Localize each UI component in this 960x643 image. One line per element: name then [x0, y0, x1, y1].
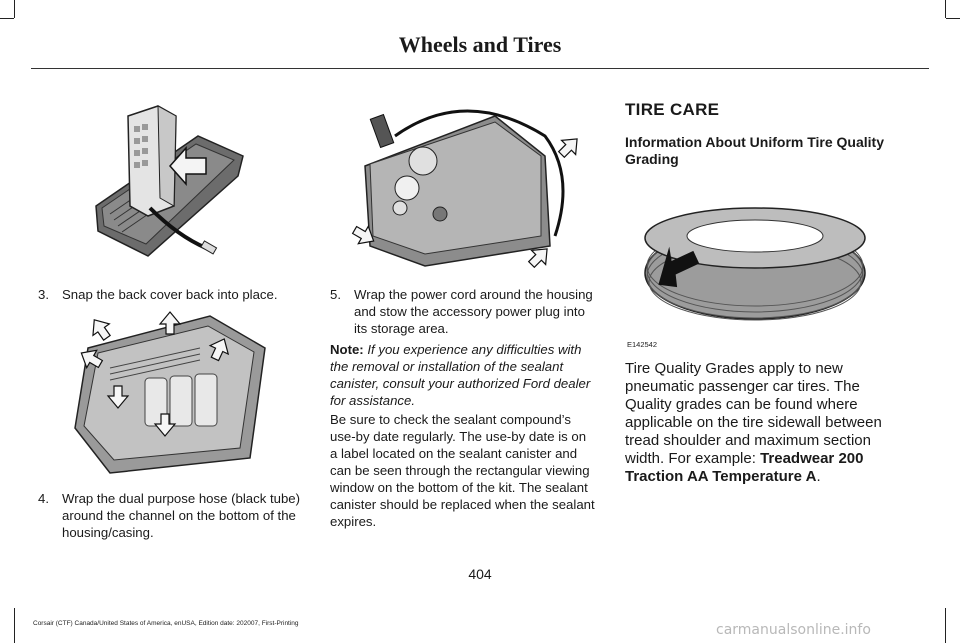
crop-mark	[945, 0, 946, 18]
note-label: Note:	[330, 342, 364, 357]
section-title: TIRE CARE	[625, 100, 720, 119]
step-text-line: Wrap the dual purpose hose (black tube)	[62, 491, 301, 506]
kit-housing-illustration	[74, 311, 266, 474]
page-title: Wheels and Tires	[398, 32, 562, 57]
crop-mark	[14, 608, 15, 643]
body-line: Quality grades can be found where	[625, 396, 858, 413]
paragraph-line: Be sure to check the sealant compound’s	[330, 412, 571, 427]
body-line: pneumatic passenger car tires. The	[625, 378, 860, 395]
step-text-line: Wrap the power cord around the housing	[354, 287, 593, 302]
body-line: applicable on the tire sidewall between	[625, 414, 882, 431]
paragraph-line: window on the bottom of the kit. The sea…	[330, 480, 588, 495]
sealant-paragraph: Be sure to check the sealant compound’s …	[330, 411, 610, 530]
watermark: carmanualsonline.info	[716, 622, 871, 638]
body-line: Tire Quality Grades apply to new	[625, 360, 843, 377]
page-number: 404	[468, 566, 492, 582]
subsection-title: Information About Uniform Tire Quality G…	[625, 134, 884, 167]
paragraph-line: canister should be replaced when the sea…	[330, 497, 595, 512]
step-text-line: its storage area.	[354, 321, 449, 336]
paragraph-line: use-by date regularly. The use-by date i…	[330, 429, 587, 444]
step-number: 3.	[38, 287, 49, 302]
paragraph-line: expires.	[330, 514, 377, 529]
compressor-illustration	[351, 109, 578, 269]
note-text-line: If you experience any difficulties with	[363, 342, 582, 357]
note-text-line: the removal or installation of the seala…	[330, 359, 564, 374]
back-cover-illustration	[95, 105, 244, 257]
note-text-line: canister, consult your authorized Ford d…	[330, 376, 591, 391]
note-text-line: for assistance.	[330, 393, 416, 408]
tire-illustration	[644, 207, 866, 321]
crop-mark	[945, 608, 946, 643]
footer-edition: Corsair (CTF) Canada/United States of Am…	[33, 620, 299, 627]
step-text-line: and stow the accessory power plug into	[354, 304, 585, 319]
step-number: 5.	[330, 287, 341, 302]
step-number: 4.	[38, 491, 49, 506]
image-code: E142542	[627, 340, 658, 349]
paragraph-line: can be seen through the rectangular view…	[330, 463, 590, 478]
note: Note: If you experience any difficulties…	[330, 341, 610, 409]
example-grade: Traction AA Temperature A	[625, 468, 817, 485]
tire-quality-body: Tire Quality Grades apply to new pneumat…	[625, 360, 905, 486]
step-text-line: housing/casing.	[62, 525, 154, 540]
crop-mark	[0, 18, 14, 19]
crop-mark	[14, 0, 15, 18]
header-rule	[31, 68, 929, 69]
step-text: Snap the back cover back into place.	[62, 287, 278, 302]
step-text-line: around the channel on the bottom of the	[62, 508, 296, 523]
body-line: tread shoulder and maximum section	[625, 432, 871, 449]
crop-mark	[946, 18, 960, 19]
paragraph-line: a label located on the sealant canister …	[330, 446, 578, 461]
body-line: width. For example:	[625, 450, 761, 467]
example-grade: Treadwear 200	[760, 450, 864, 467]
